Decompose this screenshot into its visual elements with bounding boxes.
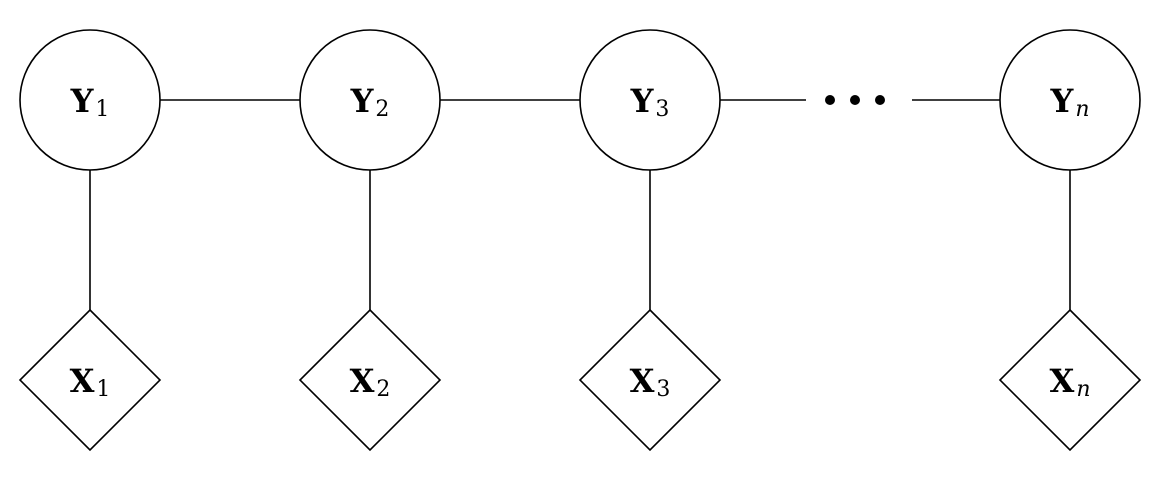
emission-edges <box>89 170 1071 310</box>
hidden-node-y2: Y2 <box>299 29 441 171</box>
node-circle <box>579 29 721 171</box>
node-label: Yn <box>1049 82 1089 122</box>
node-circle <box>19 29 161 171</box>
hidden-node-yn: Yn <box>999 29 1141 171</box>
node-diamond <box>298 308 442 452</box>
node-subscript: 1 <box>96 377 110 402</box>
observed-node-x1: X1 <box>18 308 162 452</box>
node-subscript: 3 <box>655 97 669 122</box>
node-label: Y2 <box>350 82 390 122</box>
node-letter: X <box>350 362 375 400</box>
node-label: X2 <box>350 362 391 402</box>
node-letter: X <box>1050 362 1075 400</box>
node-label: X3 <box>630 362 671 402</box>
node-diamond <box>18 308 162 452</box>
node-subscript: n <box>1076 377 1090 402</box>
node-label: Y1 <box>70 82 110 122</box>
node-label: Y3 <box>630 82 670 122</box>
ellipsis-dot <box>850 95 860 105</box>
observed-node-x3: X3 <box>578 308 722 452</box>
node-subscript: 3 <box>656 377 670 402</box>
node-label: X1 <box>70 362 111 402</box>
hidden-node-y1: Y1 <box>19 29 161 171</box>
node-circle <box>999 29 1141 171</box>
node-letter: Y <box>350 82 375 120</box>
node-subscript: n <box>1075 97 1089 122</box>
observed-node-xn: Xn <box>998 308 1142 452</box>
node-label: Xn <box>1050 362 1091 402</box>
observed-node-x2: X2 <box>298 308 442 452</box>
node-subscript: 2 <box>375 97 389 122</box>
hidden-node-y3: Y3 <box>579 29 721 171</box>
node-subscript: 1 <box>95 97 109 122</box>
node-letter: X <box>630 362 655 400</box>
node-letter: X <box>70 362 95 400</box>
node-circle <box>299 29 441 171</box>
node-letter: Y <box>630 82 655 120</box>
node-subscript: 2 <box>376 377 390 402</box>
horizontal-ellipsis-icon <box>825 95 885 105</box>
node-letter: Y <box>70 82 95 120</box>
ellipsis-dot <box>875 95 885 105</box>
node-diamond <box>998 308 1142 452</box>
ellipsis-dot <box>825 95 835 105</box>
node-diamond <box>578 308 722 452</box>
node-letter: Y <box>1049 82 1074 120</box>
